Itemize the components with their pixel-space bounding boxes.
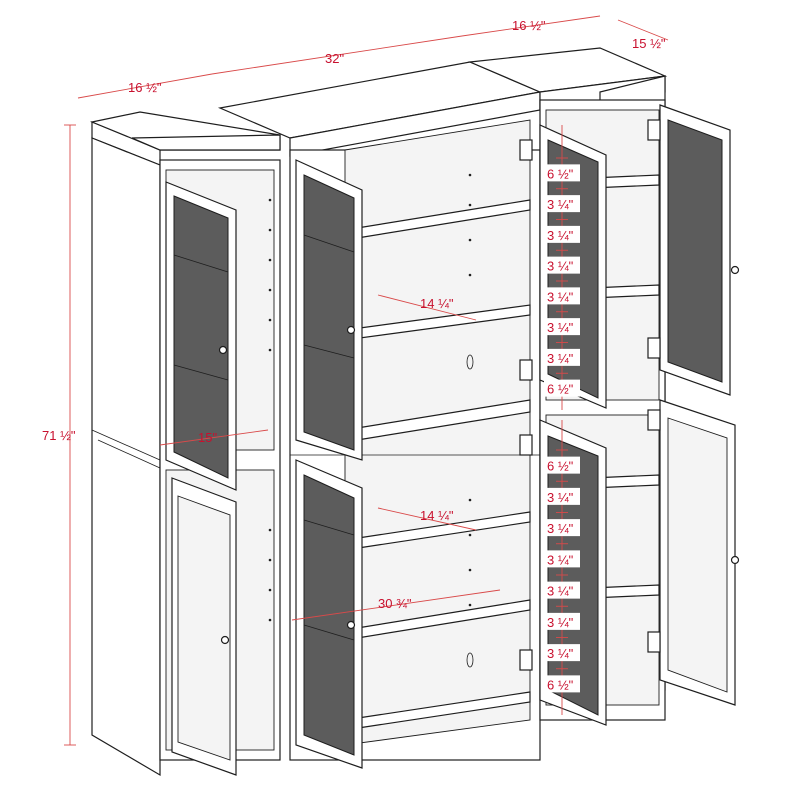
spacing-label: 3 ¼" — [547, 615, 574, 630]
right-cabinet — [467, 47, 740, 726]
spacing-label-bg — [544, 644, 580, 662]
left-lower-knob-icon[interactable] — [220, 635, 230, 645]
spacing-label-bg — [544, 225, 580, 243]
shelf-spacing-lower: 6 ½" 3 ¼" 3 ¼" 3 ¼" 3 ¼" 3 ¼" 3 ¼" 6 ½" — [544, 449, 580, 693]
dimension-labels: 16 ½" 32" 16 ½" 15 ½" 71 ½" 15" 14 ¼" 14… — [42, 18, 666, 611]
label-top-left-width: 16 ½" — [128, 80, 162, 95]
left-cabinet — [89, 111, 281, 777]
spacing-label: 3 ¼" — [547, 521, 574, 536]
center-cabinet — [217, 61, 543, 769]
spacing-label-bg — [544, 612, 580, 630]
spacing-label-bg — [544, 487, 580, 505]
label-top-right-width: 16 ½" — [512, 18, 546, 33]
spacing-label: 3 ¼" — [547, 259, 574, 274]
spacing-label-bg — [544, 456, 580, 474]
spacing-label: 3 ¼" — [547, 351, 574, 366]
right-lower-knob-icon[interactable] — [730, 555, 740, 565]
hinge-icon — [647, 119, 661, 141]
label-height: 71 ½" — [42, 428, 76, 443]
spacing-label: 6 ½" — [547, 166, 574, 181]
hinge-icon — [519, 139, 533, 161]
spacing-label-bg — [544, 675, 580, 693]
spacing-label: 3 ¼" — [547, 490, 574, 505]
spacing-label-bg — [544, 164, 580, 182]
spacing-label: 6 ½" — [547, 677, 574, 692]
spacing-label: 3 ¼" — [547, 228, 574, 243]
label-lower-shelf-depth: 14 ¼" — [420, 508, 454, 523]
spacing-label-bg — [544, 318, 580, 336]
hinge-icon — [519, 359, 533, 381]
spacing-label-bg — [544, 550, 580, 568]
shelf-spacing-upper: 6 ½" 3 ¼" 3 ¼" 3 ¼" 3 ¼" 3 ¼" 3 ¼" 6 ½" — [544, 157, 580, 397]
label-inner-depth: 15" — [198, 430, 217, 445]
center-left-upper-knob-icon[interactable] — [346, 325, 356, 335]
spacing-label: 3 ¼" — [547, 197, 574, 212]
spacing-label-bg — [544, 287, 580, 305]
spacing-label-bg — [544, 519, 580, 537]
spacing-label-bg — [544, 256, 580, 274]
label-upper-shelf-depth: 14 ¼" — [420, 296, 454, 311]
spacing-label-bg — [544, 581, 580, 599]
spacing-label: 3 ¼" — [547, 646, 574, 661]
label-center-width: 30 ¾" — [378, 596, 412, 611]
left-upper-knob-icon[interactable] — [218, 345, 228, 355]
right-upper-knob-icon[interactable] — [730, 265, 740, 275]
hinge-icon — [647, 631, 661, 653]
hinge-icon — [647, 409, 661, 431]
center-left-lower-knob-icon[interactable] — [346, 620, 356, 630]
spacing-label-bg — [544, 195, 580, 213]
spacing-label: 6 ½" — [547, 459, 574, 474]
left-side-panel — [91, 137, 161, 777]
spacing-label: 3 ¼" — [547, 320, 574, 335]
spacing-label-bg — [544, 348, 580, 366]
spacing-label: 6 ½" — [547, 382, 574, 397]
spacing-label: 3 ¼" — [547, 552, 574, 567]
spacing-label-bg — [544, 379, 580, 397]
hinge-icon — [519, 649, 533, 671]
spacing-label: 3 ¼" — [547, 584, 574, 599]
hinge-icon — [519, 434, 533, 456]
spacing-label: 3 ¼" — [547, 289, 574, 304]
label-depth: 15 ½" — [632, 36, 666, 51]
hinge-icon — [647, 337, 661, 359]
label-top-center-width: 32" — [325, 51, 344, 66]
